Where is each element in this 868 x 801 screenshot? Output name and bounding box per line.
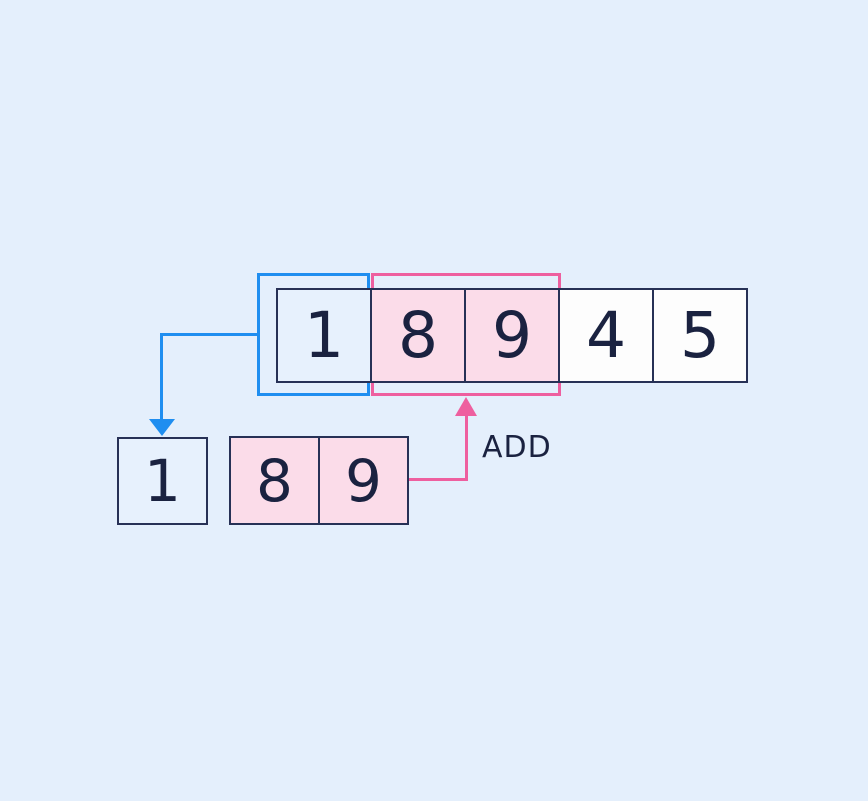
add-arrow-horizontal-segment [409, 478, 468, 481]
add-arrow-vertical-segment [465, 415, 468, 481]
array-cell: 8 [370, 288, 466, 383]
added-pair-row: 8 9 [229, 436, 409, 525]
arrow-up-icon [455, 397, 477, 416]
popped-value-box: 1 [117, 437, 208, 525]
pop-arrow-vertical-segment [160, 333, 163, 420]
main-array-row: 1 8 9 4 5 [276, 288, 748, 383]
array-cell: 5 [652, 288, 748, 383]
pair-cell: 9 [318, 436, 409, 525]
arrow-down-icon [149, 419, 175, 436]
array-cell: 4 [558, 288, 654, 383]
pair-cell: 8 [229, 436, 320, 525]
array-cell: 9 [464, 288, 560, 383]
array-cell: 1 [276, 288, 372, 383]
pop-arrow-horizontal-segment [161, 333, 258, 336]
add-label: ADD [482, 430, 552, 465]
